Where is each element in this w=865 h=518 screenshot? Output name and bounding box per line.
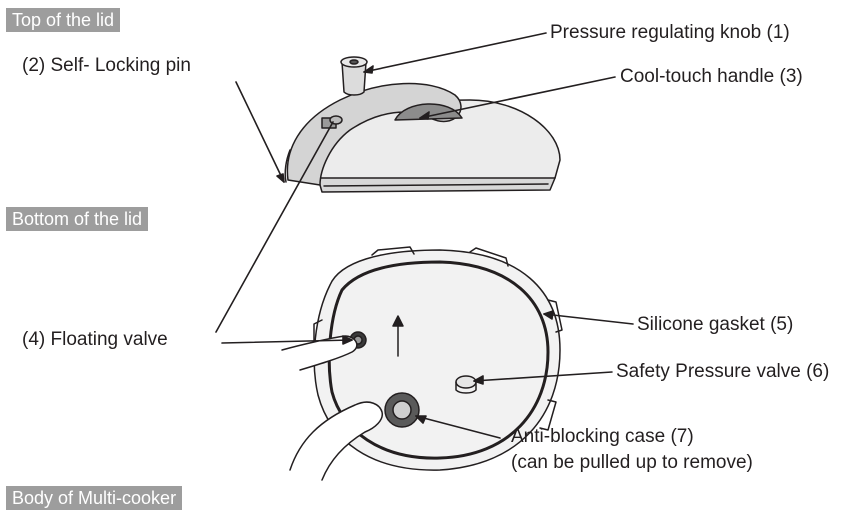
callout-self-locking-pin: (2) Self- Locking pin <box>22 55 191 76</box>
callout-anti-blocking-case: Anti-blocking case (7) <box>511 426 694 447</box>
leader-lines <box>215 32 634 439</box>
callout-cool-touch-handle: Cool-touch handle (3) <box>620 66 803 87</box>
callout-safety-pressure-valve: Safety Pressure valve (6) <box>616 361 830 382</box>
callout-pressure-regulating-knob: Pressure regulating knob (1) <box>550 22 790 43</box>
lid-bottom-drawing <box>281 246 563 481</box>
callout-floating-valve: (4) Floating valve <box>22 329 168 350</box>
section-tag-bottom-of-lid: Bottom of the lid <box>6 207 149 231</box>
lid-top-drawing <box>284 56 561 193</box>
section-tag-body-of-cooker: Body of Multi-cooker <box>6 486 183 510</box>
callout-silicone-gasket: Silicone gasket (5) <box>637 314 794 335</box>
callout-anti-blocking-note: (can be pulled up to remove) <box>511 452 753 473</box>
section-tag-top-of-lid: Top of the lid <box>6 8 121 32</box>
